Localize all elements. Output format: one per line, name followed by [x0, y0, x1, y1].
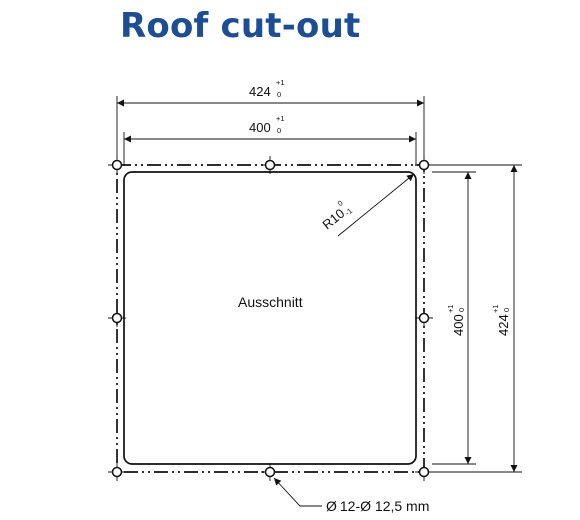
diameter-symbol: Ø [360, 498, 371, 514]
hole-callout-leader [273, 477, 322, 507]
dimension-inner-width-tol-lower: 0 [277, 126, 281, 135]
mounting-hole [264, 466, 276, 478]
dimension-inner-width-tol-upper: +1 [276, 114, 285, 123]
dimension-inner-width-value: 400 [249, 120, 271, 135]
dimension-inner-height-value: 400 [451, 314, 466, 336]
dimension-outer-width-tol-lower: 0 [277, 90, 281, 99]
dimension-radius-tol-lower: -1 [343, 206, 354, 217]
mounting-hole [111, 312, 123, 324]
dimension-inner-height-tol-lower: 0 [457, 308, 466, 312]
cutout-outline [123, 171, 417, 465]
mounting-frame-outline [116, 164, 425, 473]
mounting-hole [264, 159, 276, 171]
dimension-outer-height-tol-upper: +1 [491, 304, 500, 313]
dimension-outer-width-value: 424 [249, 84, 271, 99]
dimension-radius-tol-upper: 0 [336, 198, 345, 208]
mounting-hole [418, 466, 430, 478]
radius-leader-line [337, 173, 415, 237]
cutout-label: Ausschnitt [238, 294, 303, 310]
dimension-inner-height-tol-upper: +1 [446, 304, 455, 313]
page-title: Roof cut-out [120, 6, 361, 46]
dimension-outer-height-value: 424 [496, 314, 511, 336]
mounting-hole [111, 159, 123, 171]
hole-diameter: 12,5 mm [371, 498, 429, 514]
hole-centre-crosses [108, 156, 433, 481]
hole-count: 12- [340, 498, 361, 514]
dimension-outer-height-tol-lower: 0 [502, 308, 511, 312]
mounting-hole [418, 159, 430, 171]
mounting-hole [111, 466, 123, 478]
diameter-symbol: Ø [326, 498, 337, 514]
dimension-outer-width-tol-upper: +1 [276, 78, 285, 87]
mounting-hole [418, 312, 430, 324]
mounting-holes [111, 159, 430, 478]
